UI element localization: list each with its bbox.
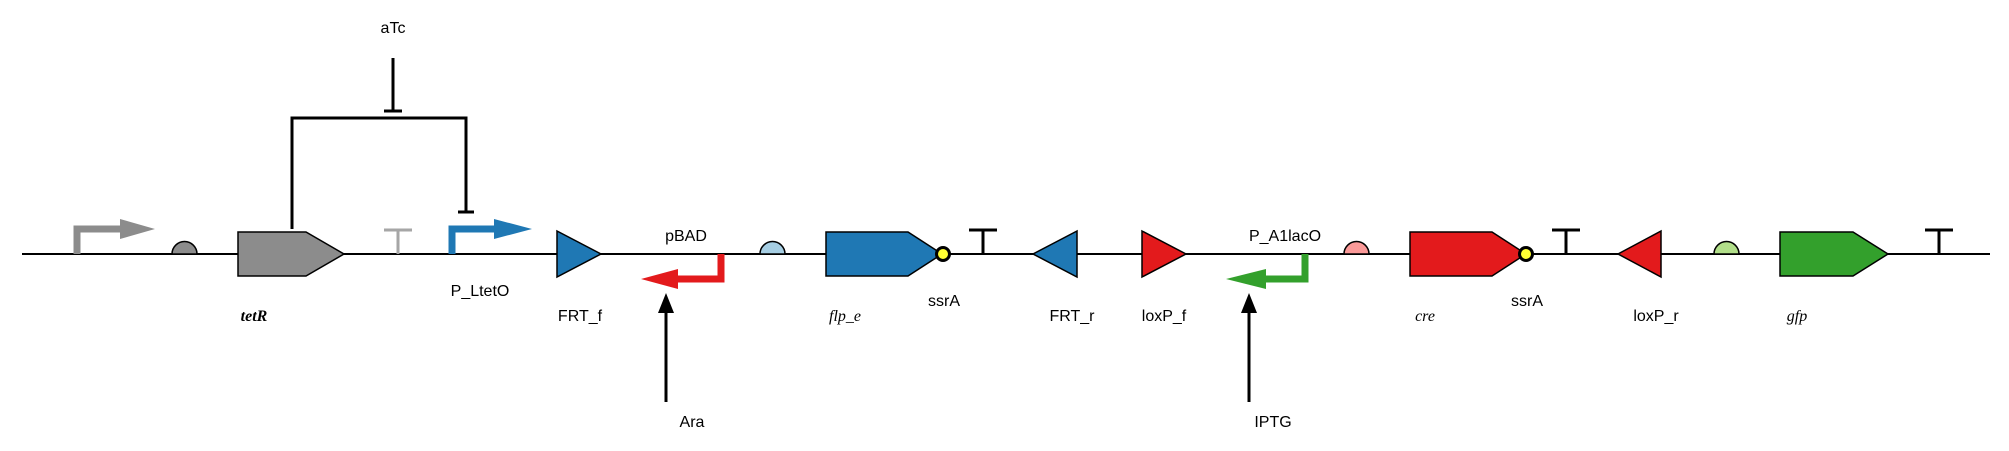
gene-gfp-label: gfp (1787, 308, 1807, 325)
rbs-gfp (1713, 240, 1740, 255)
promoter-pltet-label: P_LtetO (451, 283, 510, 300)
gene-flp-label: flp_e (829, 308, 861, 325)
frt-f-label: FRT_f (558, 308, 603, 325)
promoter-pa1lac (1226, 254, 1309, 289)
promoter-pa1lac-label: P_A1lacO (1249, 228, 1321, 245)
iptg-induction-arrow (1241, 293, 1257, 402)
ara-induction-arrow (658, 293, 674, 402)
inducer-atc-label: aTc (381, 20, 406, 37)
loxp-f-label: loxP_f (1142, 308, 1187, 325)
cds-flp (825, 231, 944, 277)
loxp-r-label: loxP_r (1633, 308, 1679, 325)
constitutive-promoter (73, 219, 155, 254)
promoter-pltet (448, 219, 532, 254)
gene-tetr-label: tetR (241, 308, 268, 325)
gene-cre-label: cre (1415, 308, 1435, 325)
promoter-pbad-label: pBAD (665, 228, 707, 245)
terminator-3 (1925, 228, 1953, 254)
frt-f-site (556, 229, 603, 279)
promoter-pbad (641, 254, 725, 289)
loxp-r-site (1616, 229, 1662, 279)
degradation-tag-ssra-2 (1518, 246, 1534, 262)
ssra-2-label: ssrA (1511, 293, 1543, 310)
atc-repression-arc (290, 58, 474, 229)
rbs-tetr (171, 240, 198, 255)
loxp-f-site (1141, 229, 1188, 279)
terminator-grey (384, 228, 412, 254)
frt-r-label: FRT_r (1049, 308, 1095, 325)
rbs-flp (759, 240, 786, 255)
inducer-ara-label: Ara (680, 414, 705, 431)
degradation-tag-ssra-1 (935, 246, 951, 262)
inducer-iptg-label: IPTG (1254, 414, 1291, 431)
cds-cre (1409, 231, 1528, 277)
cds-tetr (237, 231, 346, 277)
terminator-2 (1552, 228, 1580, 254)
frt-r-site (1031, 229, 1078, 279)
rbs-cre (1343, 240, 1370, 255)
terminator-1 (969, 228, 997, 254)
cds-gfp (1779, 231, 1890, 277)
ssra-1-label: ssrA (928, 293, 960, 310)
